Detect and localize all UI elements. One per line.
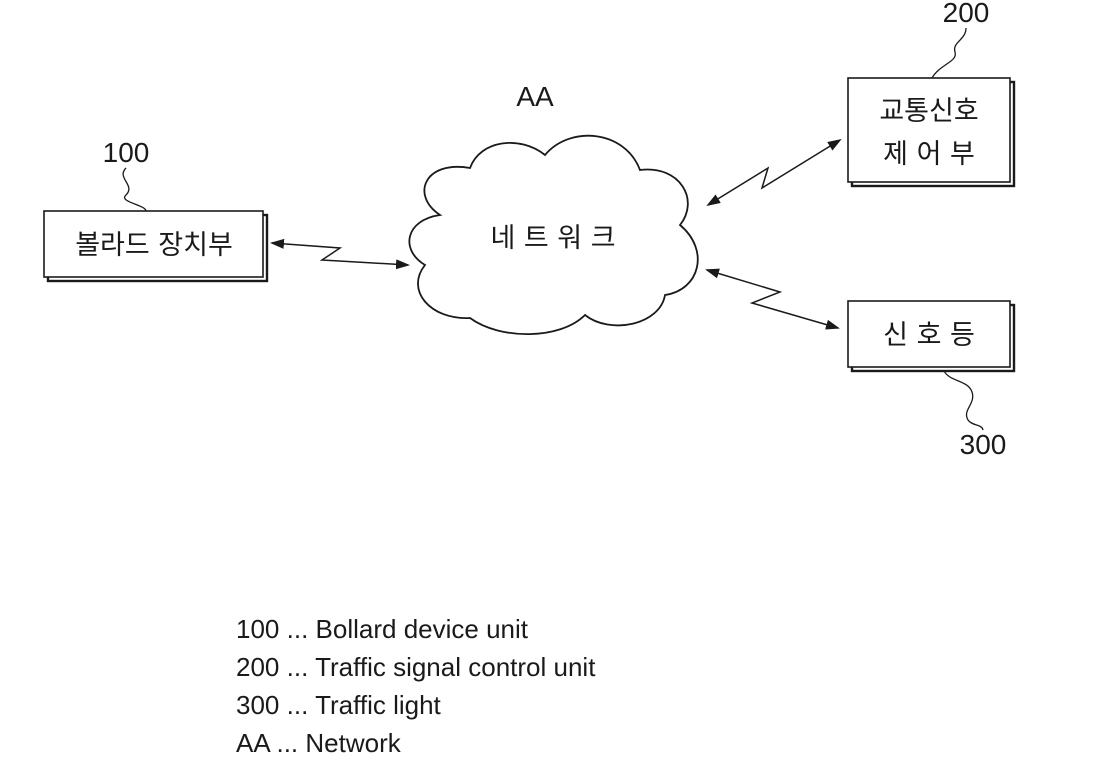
signal-control-label-line1: 교통신호 — [879, 96, 978, 127]
bollard-label: 볼라드 장치부 — [75, 230, 233, 261]
traffic-light-leader — [944, 371, 983, 430]
legend-item: 100 ... Bollard device unit — [236, 610, 595, 648]
legend-item: AA ... Network — [236, 724, 595, 762]
signal-control-label-line2: 제 어 부 — [883, 139, 975, 170]
legend-sep: ... — [287, 690, 309, 720]
link-network-signal-control — [708, 140, 840, 205]
link-bollard-network — [272, 243, 408, 265]
link-network-traffic-light — [707, 270, 838, 328]
legend-text: Traffic light — [315, 690, 441, 720]
legend-sep: ... — [287, 652, 309, 682]
legend-ref: AA — [236, 728, 269, 758]
traffic-light-unit: 신 호 등 — [848, 301, 1014, 371]
legend-text: Traffic signal control unit — [315, 652, 595, 682]
bollard-leader — [123, 168, 146, 211]
bollard-device-unit: 볼라드 장치부 — [44, 211, 267, 281]
bollard-ref: 100 — [103, 137, 150, 168]
network-ref: AA — [516, 81, 554, 112]
signal-control-ref: 200 — [943, 0, 990, 28]
traffic-light-label: 신 호 등 — [883, 320, 975, 351]
legend-item: 300 ... Traffic light — [236, 686, 595, 724]
legend-ref: 300 — [236, 690, 279, 720]
legend: 100 ... Bollard device unit 200 ... Traf… — [236, 610, 595, 762]
legend-text: Network — [305, 728, 400, 758]
legend-sep: ... — [287, 614, 309, 644]
legend-ref: 200 — [236, 652, 279, 682]
signal-control-unit: 교통신호 제 어 부 — [848, 78, 1014, 186]
network-cloud: 네 트 워 크 — [409, 136, 697, 334]
signal-control-leader — [932, 28, 966, 78]
network-label: 네 트 워 크 — [490, 223, 615, 254]
traffic-light-ref: 300 — [960, 429, 1007, 460]
legend-item: 200 ... Traffic signal control unit — [236, 648, 595, 686]
legend-text: Bollard device unit — [316, 614, 528, 644]
legend-sep: ... — [276, 728, 298, 758]
legend-ref: 100 — [236, 614, 279, 644]
